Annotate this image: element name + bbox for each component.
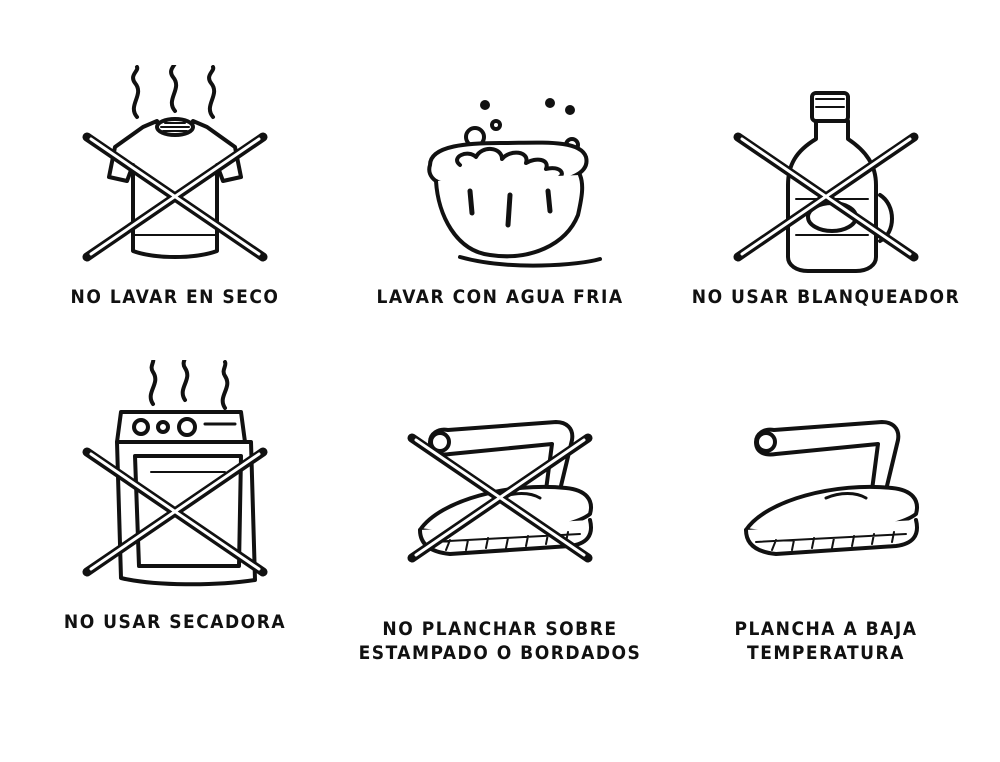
iron-icon (407, 420, 593, 563)
care-symbol-iron-low-temp: PLANCHA A BAJA TEMPERATURA (676, 380, 976, 665)
caption-line: TEMPERATURA (747, 642, 905, 664)
care-symbol-no-dry-clean: NO LAVAR EN SECO (25, 65, 325, 309)
caption-line: ESTAMPADO O BORDADOS (358, 642, 642, 664)
caption-line: NO USAR SECADORA (63, 611, 287, 633)
caption-line: NO LAVAR EN SECO (70, 286, 280, 308)
symbol-caption: PLANCHA A BAJA TEMPERATURA (676, 617, 976, 665)
caption-line: NO PLANCHAR SOBRE (382, 618, 618, 640)
iron-icon (744, 420, 919, 556)
symbol-caption: NO USAR BLANQUEADOR (676, 285, 976, 309)
dryer-icon (82, 360, 268, 587)
tshirt-icon (82, 65, 268, 262)
caption-line: PLANCHA A BAJA (734, 618, 918, 640)
symbol-caption: NO LAVAR EN SECO (25, 285, 325, 309)
caption-line: LAVAR CON AGUA FRIA (376, 286, 624, 308)
bathtub-icon (427, 98, 602, 268)
symbol-caption: LAVAR CON AGUA FRIA (350, 285, 650, 309)
care-symbol-cold-wash: LAVAR CON AGUA FRIA (350, 65, 650, 309)
care-symbol-no-bleach: NO USAR BLANQUEADOR (676, 65, 976, 309)
care-symbol-no-tumble-dry: NO USAR SECADORA (25, 360, 325, 634)
care-symbol-no-iron-on-print: NO PLANCHAR SOBRE ESTAMPADO O BORDADOS (350, 380, 650, 665)
symbol-caption: NO PLANCHAR SOBRE ESTAMPADO O BORDADOS (350, 617, 650, 665)
symbol-caption: NO USAR SECADORA (25, 610, 325, 634)
bleach-bottle-icon (733, 91, 919, 273)
caption-line: NO USAR BLANQUEADOR (691, 286, 961, 308)
